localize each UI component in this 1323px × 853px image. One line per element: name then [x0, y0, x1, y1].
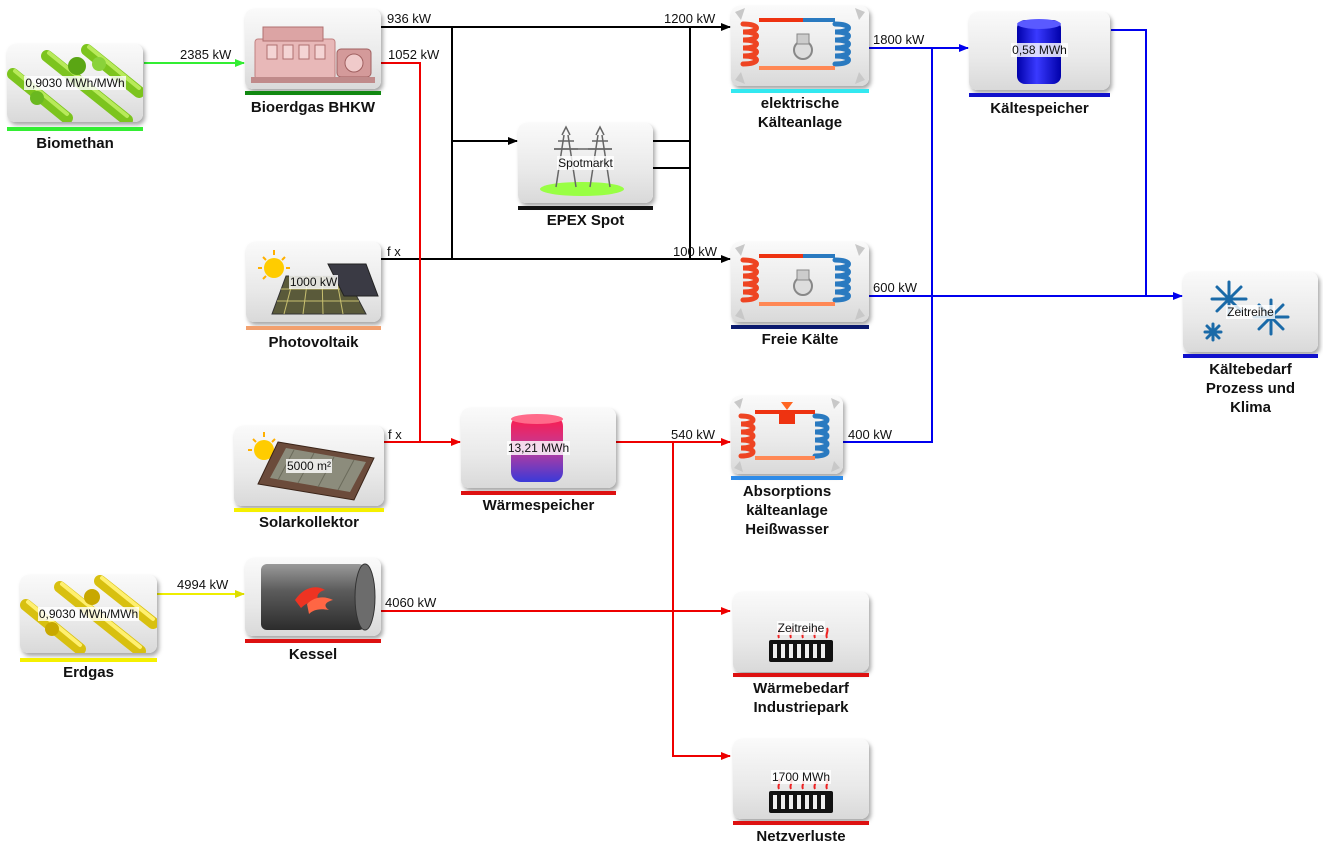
waermebedarf-color-bar — [733, 673, 869, 677]
node-freie-kaelte[interactable]: Freie Kälte — [731, 242, 869, 348]
kessel-tile — [245, 558, 381, 636]
solarkollektor-value: 5000 m² — [285, 459, 333, 473]
node-waermespeicher[interactable]: 13,21 MWh Wärmespeicher — [461, 408, 616, 514]
erdgas-color-bar — [20, 658, 157, 662]
solarkollektor-color-bar — [234, 508, 384, 512]
epex-color-bar — [518, 206, 653, 210]
bhkw-label: Bioerdgas BHKW — [250, 99, 376, 116]
node-solarkollektor[interactable]: 5000 m² Solarkollektor — [234, 426, 384, 531]
absorption-chiller-icon — [734, 398, 840, 472]
bhkw-color-bar — [245, 91, 381, 95]
flow-label-biomethan-bhkw: 2385 kW — [180, 47, 232, 62]
waermespeicher-color-bar — [461, 491, 616, 495]
epex-label: EPEX Spot — [546, 212, 625, 229]
photovoltaik-tile: 1000 kW — [246, 242, 381, 322]
flow-label-kessel-out: 4060 kW — [385, 595, 437, 610]
netzverluste-label: Netzverluste — [756, 828, 846, 845]
waermespeicher-value: 13,21 MWh — [506, 441, 571, 455]
flow-label-to-freie: 100 kW — [673, 244, 718, 259]
node-photovoltaik[interactable]: 1000 kW Photovoltaik — [246, 242, 381, 351]
flow-label-bhkw-heat: 1052 kW — [388, 47, 440, 62]
free-cooling-icon — [735, 244, 865, 320]
netzverluste-value: 1700 MWh — [770, 770, 832, 784]
kaeltebedarf-color-bar — [1183, 354, 1318, 358]
kaeltespeicher-color-bar — [969, 93, 1110, 97]
netzverluste-color-bar — [733, 821, 869, 825]
chiller-icon — [735, 8, 865, 84]
kaeltebedarf-tile: Zeitreihe — [1183, 272, 1318, 352]
erdgas-value: 0,9030 MWh/MWh — [37, 607, 140, 621]
elektrische-tile — [731, 6, 869, 86]
waermespeicher-label: Wärmespeicher — [482, 497, 595, 514]
absorption-tile — [731, 396, 843, 474]
epex-value: Spotmarkt — [557, 156, 614, 170]
erdgas-tile: 0,9030 MWh/MWh — [20, 575, 157, 653]
kaeltebedarf-label: Kältebedarf Prozess und Klima — [1205, 361, 1296, 416]
waermebedarf-value: Zeitreihe — [776, 621, 826, 635]
erdgas-label: Erdgas — [63, 664, 114, 681]
kaeltespeicher-label: Kältespeicher — [990, 100, 1089, 117]
photovoltaik-label: Photovoltaik — [268, 334, 359, 351]
freie-color-bar — [731, 325, 869, 329]
absorption-color-bar — [731, 476, 843, 480]
flow-label-erdgas-kessel: 4994 kW — [177, 577, 229, 592]
biomethan-tile: 0,9030 MWh/MWh — [7, 44, 143, 122]
node-biomethan[interactable]: 0,9030 MWh/MWh Biomethan — [7, 44, 143, 152]
netzverluste-tile: 1700 MWh — [733, 739, 869, 819]
solarkollektor-tile: 5000 m² — [234, 426, 384, 506]
elektrische-color-bar — [731, 89, 869, 93]
flow-label-bhkw-electric: 936 kW — [387, 11, 432, 26]
bhkw-tile — [245, 9, 381, 89]
kaeltespeicher-tile: 0,58 MWh — [969, 12, 1110, 90]
node-elektrische-kaelteanlage[interactable]: elektrische Kälteanlage — [731, 6, 869, 131]
freie-tile — [731, 242, 869, 322]
flow-label-elektrische-out: 1800 kW — [873, 32, 925, 47]
biomethan-label: Biomethan — [36, 135, 114, 152]
node-kaeltebedarf[interactable]: Zeitreihe Kältebedarf Prozess und Klima — [1183, 272, 1318, 416]
elektrische-label: elektrische Kälteanlage — [757, 95, 843, 131]
node-netzverluste[interactable]: 1700 MWh Netzverluste — [733, 739, 869, 845]
flow-label-absorption-out: 400 kW — [848, 427, 893, 442]
photovoltaik-color-bar — [246, 326, 381, 330]
waermebedarf-tile: Zeitreihe — [733, 592, 869, 672]
flow-label-to-absorption: 540 kW — [671, 427, 716, 442]
waermespeicher-tile: 13,21 MWh — [461, 408, 616, 488]
boiler-flame-icon — [261, 563, 376, 631]
node-epex-spot[interactable]: Spotmarkt EPEX Spot — [518, 123, 653, 229]
flow-label-to-elektrische: 1200 kW — [664, 11, 716, 26]
photovoltaik-value: 1000 kW — [288, 275, 339, 289]
flow-label-solar-fx: f x — [388, 427, 402, 442]
absorption-label: Absorptions kälteanlage Heißwasser — [742, 483, 832, 538]
node-waermebedarf[interactable]: Zeitreihe Wärmebedarf Industriepark — [733, 592, 869, 716]
node-erdgas[interactable]: 0,9030 MWh/MWh Erdgas — [20, 575, 157, 681]
flow-label-pv-fx: f x — [387, 244, 401, 259]
kessel-color-bar — [245, 639, 381, 643]
kaeltebedarf-value: Zeitreihe — [1226, 305, 1275, 319]
biomethan-value: 0,9030 MWh/MWh — [24, 76, 126, 90]
chp-engine-icon — [251, 26, 375, 83]
flow-label-freie-out: 600 kW — [873, 280, 918, 295]
node-kessel[interactable]: Kessel — [245, 558, 381, 663]
freie-label: Freie Kälte — [761, 331, 839, 348]
solarkollektor-label: Solarkollektor — [258, 514, 360, 531]
epex-tile: Spotmarkt — [518, 123, 653, 203]
node-bioerdgas-bhkw[interactable]: Bioerdgas BHKW — [245, 9, 381, 116]
node-kaeltespeicher[interactable]: 0,58 MWh Kältespeicher — [969, 12, 1110, 117]
kaeltespeicher-value: 0,58 MWh — [1011, 43, 1068, 57]
node-absorptionskaelteanlage[interactable]: Absorptions kälteanlage Heißwasser — [731, 396, 843, 538]
biomethan-color-bar — [7, 127, 143, 131]
kessel-label: Kessel — [288, 646, 338, 663]
waermebedarf-label: Wärmebedarf Industriepark — [753, 680, 849, 716]
